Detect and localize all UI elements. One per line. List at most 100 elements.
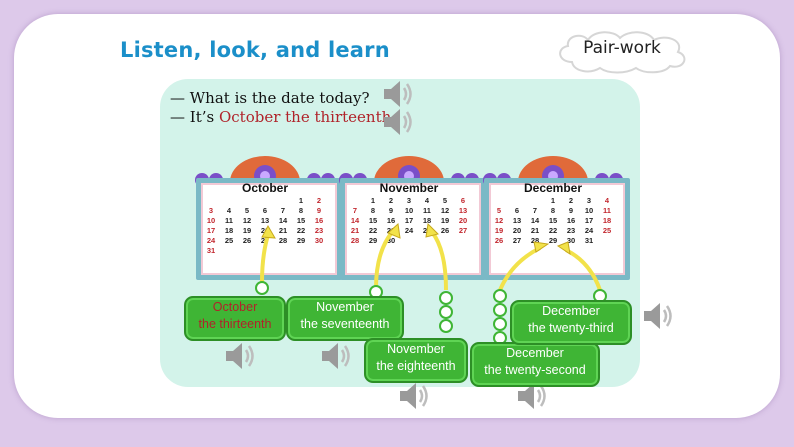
calendar-day: 13 <box>260 216 270 225</box>
calendar-day: 27 <box>512 236 522 245</box>
calendar-blank <box>220 196 238 205</box>
calendar-day: 3 <box>586 196 592 205</box>
calendar-day: 11 <box>423 206 431 215</box>
calendar-day: 30 <box>566 236 576 245</box>
calendar-day: 24 <box>206 236 216 245</box>
calendar-day: 25 <box>602 226 612 235</box>
calendar-day: 7 <box>280 206 286 215</box>
speaker-icon[interactable] <box>380 76 416 112</box>
calendar-day: 8 <box>298 206 304 215</box>
calendar-month: December <box>523 181 583 195</box>
calendar-day: 28 <box>350 236 360 245</box>
bubble-november-eighteenth: November the eighteenth <box>364 338 468 383</box>
calendar-day: 16 <box>386 216 396 225</box>
speaker-icon[interactable] <box>380 104 416 140</box>
answer-prefix: — It’s <box>170 108 219 126</box>
calendar-day: 29 <box>548 236 558 245</box>
calendar-day: 5 <box>244 206 250 215</box>
calendar-day: 2 <box>316 196 322 205</box>
calendar-day: 14 <box>278 216 288 225</box>
calendar-day: 2 <box>568 196 574 205</box>
calendar-header-decoration <box>483 156 623 187</box>
calendar-day: 5 <box>442 196 448 205</box>
calendar-day: 28 <box>530 236 540 245</box>
calendar-day: 17 <box>584 216 594 225</box>
calendar-blank <box>202 196 220 205</box>
speaker-icon[interactable] <box>396 378 432 414</box>
bubble-line: November <box>316 300 374 314</box>
answer-highlight: October the thirteenth <box>218 108 392 126</box>
calendar-day: 26 <box>440 226 450 235</box>
calendar-day: 16 <box>314 216 324 225</box>
calendar-day: 29 <box>296 236 306 245</box>
calendar-day: 21 <box>278 226 288 235</box>
calendar-day: 2 <box>388 196 394 205</box>
dialogue-question: — What is the date today? <box>170 89 370 107</box>
calendar-day: 7 <box>532 206 538 215</box>
calendar-day: 30 <box>314 236 324 245</box>
calendar-day: 8 <box>550 206 556 215</box>
speaker-icon[interactable] <box>222 338 258 374</box>
calendar-blank <box>238 196 256 205</box>
calendar-blank <box>346 196 364 205</box>
calendar-day: 5 <box>496 206 502 215</box>
calendar-day: 29 <box>368 236 378 245</box>
speaker-icon[interactable] <box>318 338 354 374</box>
calendar-day: 16 <box>566 216 576 225</box>
bubble-line: the eighteenth <box>376 359 456 373</box>
calendar-day: 14 <box>530 216 540 225</box>
calendar-day: 22 <box>548 226 558 235</box>
bubble-line: December <box>542 304 600 318</box>
calendar-day: 26 <box>494 236 504 245</box>
calendar-day: 23 <box>566 226 576 235</box>
calendar-day: 4 <box>424 196 430 205</box>
calendar-day: 10 <box>584 206 594 215</box>
calendar-day: 9 <box>568 206 574 215</box>
calendar-day: 8 <box>370 206 376 215</box>
calendar-day: 18 <box>224 226 234 235</box>
speaker-icon[interactable] <box>514 378 550 414</box>
calendar-day: 17 <box>404 216 414 225</box>
calendar-day: 18 <box>602 216 612 225</box>
calendar-day: 21 <box>350 226 360 235</box>
calendar-day: 6 <box>262 206 268 215</box>
calendar-day: 21 <box>530 226 540 235</box>
calendar-day: 11 <box>225 216 233 225</box>
calendar-day: 20 <box>458 216 468 225</box>
calendar-day: 3 <box>406 196 412 205</box>
calendar-day: 12 <box>242 216 252 225</box>
calendar-day: 15 <box>296 216 306 225</box>
calendar-day: 19 <box>440 216 450 225</box>
calendar-day: 11 <box>603 206 611 215</box>
calendar-day: 1 <box>550 196 556 205</box>
calendar-day: 23 <box>386 226 396 235</box>
calendar-day: 4 <box>604 196 610 205</box>
speaker-icon[interactable] <box>640 298 676 334</box>
calendar-day: 10 <box>206 216 216 225</box>
calendar-day: 25 <box>422 226 432 235</box>
calendar-day: 26 <box>242 236 252 245</box>
calendar-month: October <box>241 181 288 195</box>
calendar-day: 9 <box>316 206 322 215</box>
calendar-day: 14 <box>350 216 360 225</box>
calendar-body <box>340 178 486 280</box>
calendar-day: 20 <box>260 226 270 235</box>
calendar-day: 1 <box>298 196 304 205</box>
calendar-day: 15 <box>368 216 378 225</box>
bubble-line: October <box>212 300 258 314</box>
pair-work-tag: Pair-work <box>583 38 661 58</box>
lesson-title: Listen, look, and learn <box>120 38 390 62</box>
calendar-day: 1 <box>370 196 376 205</box>
dialogue-answer: — It’s October the thirteenth. <box>170 108 396 126</box>
calendar-blank <box>256 196 274 205</box>
calendar-day: 12 <box>494 216 504 225</box>
bubble-line: the twenty-second <box>484 363 586 377</box>
calendar-day: 15 <box>548 216 558 225</box>
bubble-november-seventeenth: November the seventeenth <box>286 296 404 341</box>
calendar-day: 31 <box>206 246 216 255</box>
calendar-day: 13 <box>458 206 468 215</box>
